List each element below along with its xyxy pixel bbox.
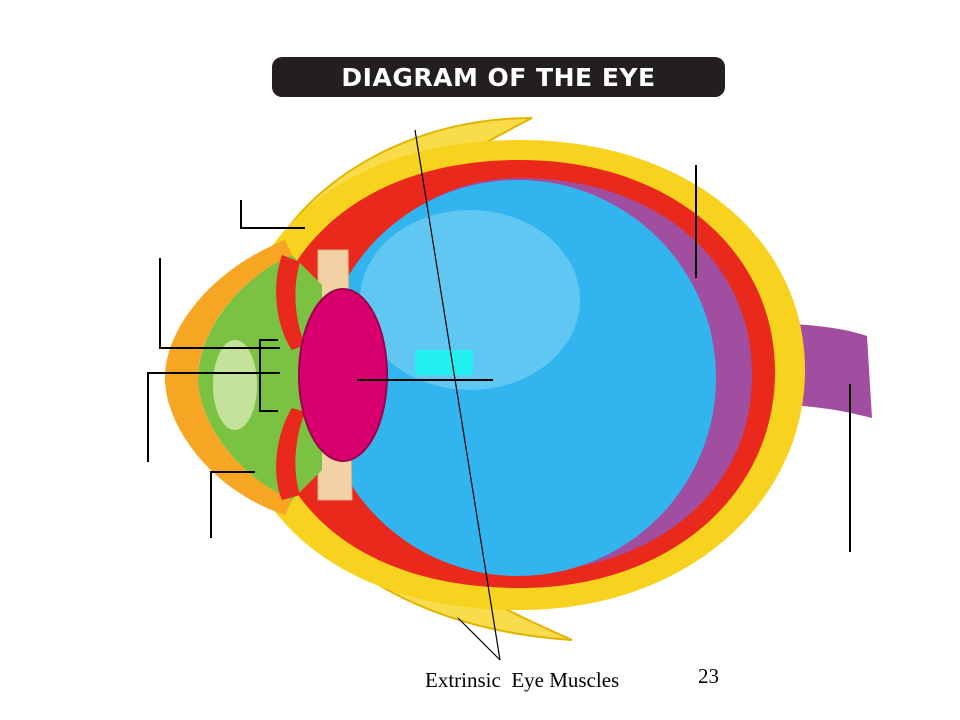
leader-line-pupil-bracket (259, 339, 278, 412)
diagram-title: DIAGRAM OF THE EYE (272, 57, 725, 97)
lens (298, 288, 388, 462)
page-number: 23 (698, 664, 719, 688)
leader-lines (147, 165, 851, 552)
iris-lower (276, 408, 305, 500)
muscle-pointer-lines (414, 129, 501, 661)
muscle-pointer-upper (414, 129, 501, 661)
vitreous-highlight (360, 210, 580, 390)
muscle-pointer-lower (457, 617, 501, 661)
iris-upper (276, 255, 305, 350)
extrinsic-muscles-label: Extrinsic Eye Muscles (425, 668, 620, 692)
leader-line-aqueous (210, 471, 255, 538)
leader-line-cornea (147, 372, 280, 462)
leader-line-sclera (240, 200, 305, 229)
cornea (165, 240, 292, 515)
leader-line-iris (159, 258, 280, 349)
label-box (415, 350, 473, 375)
aqueous-highlight (213, 340, 257, 430)
